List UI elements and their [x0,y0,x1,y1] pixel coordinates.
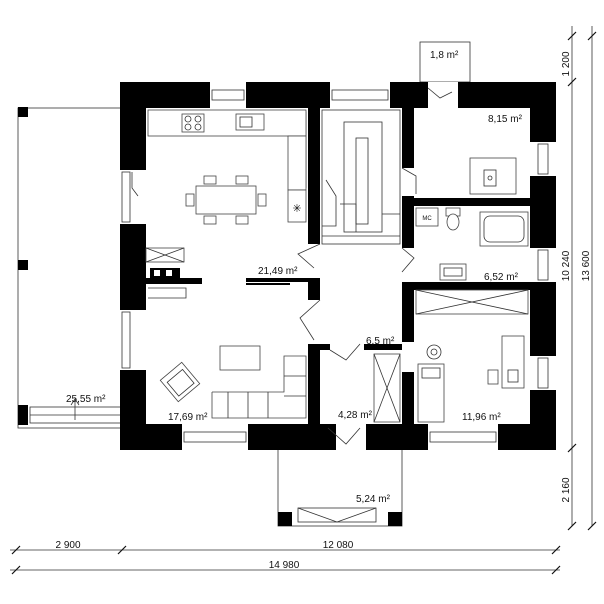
sink-icon [235,113,265,131]
boiler-icon [415,207,439,227]
dim-bottom-right: 12 080 [323,540,354,551]
bathtub-icon [479,211,529,247]
right-dimensions: 1 200 10 240 2 160 13 600 [561,26,597,531]
room-labels: 25,55 m² 21,49 m² 17,69 m² 6,5 m² 4,28 m… [66,50,523,505]
room-area-porch-top: 1,8 m² [430,50,459,61]
room-area-bathroom: 6,52 m² [484,272,519,283]
room-area-bedroom-top: 8,15 m² [488,114,523,125]
bedroom-top-furniture [469,157,517,195]
dim-right-top: 1 200 [561,51,572,76]
fridge-icon [287,189,307,223]
interior-walls [146,82,530,424]
room-area-bedroom-bottom: 11,96 m² [462,412,501,423]
room-area-kitchen-dining: 21,49 m² [258,266,298,277]
hall-doors [131,87,453,445]
svg-text:✳: ✳ [292,203,301,215]
storage-furniture [373,353,401,423]
living-furniture [148,283,307,419]
room-area-veranda: 25,55 m² [66,394,106,405]
room-area-living: 17,69 m² [168,412,208,423]
bottom-dimensions: 2 900 12 080 14 980 [10,540,561,575]
dim-right-total: 13 600 [581,250,592,281]
room-area-porch-bottom: 5,24 m² [356,494,391,505]
boiler-label: MC [422,216,432,222]
porch-bottom [277,447,403,527]
plant-icon [426,344,442,360]
staircase [321,109,401,245]
room-area-hall: 6,5 m² [366,336,395,347]
desk [501,335,525,389]
bedroom-bottom-furniture [415,289,529,423]
dim-right-bottom: 2 160 [561,477,572,502]
bathroom-furniture: MC [415,207,529,281]
porch-top [419,41,471,83]
veranda [17,107,129,429]
dim-bottom-total: 14 980 [269,560,300,571]
dim-bottom-left: 2 900 [55,540,80,551]
kitchen-furniture: ✳ [145,109,307,278]
hob-icon [181,113,205,133]
dining-table [195,185,257,215]
dim-right-middle: 10 240 [561,250,572,281]
room-area-storage: 4,28 m² [338,410,373,421]
exterior-walls [120,82,556,450]
